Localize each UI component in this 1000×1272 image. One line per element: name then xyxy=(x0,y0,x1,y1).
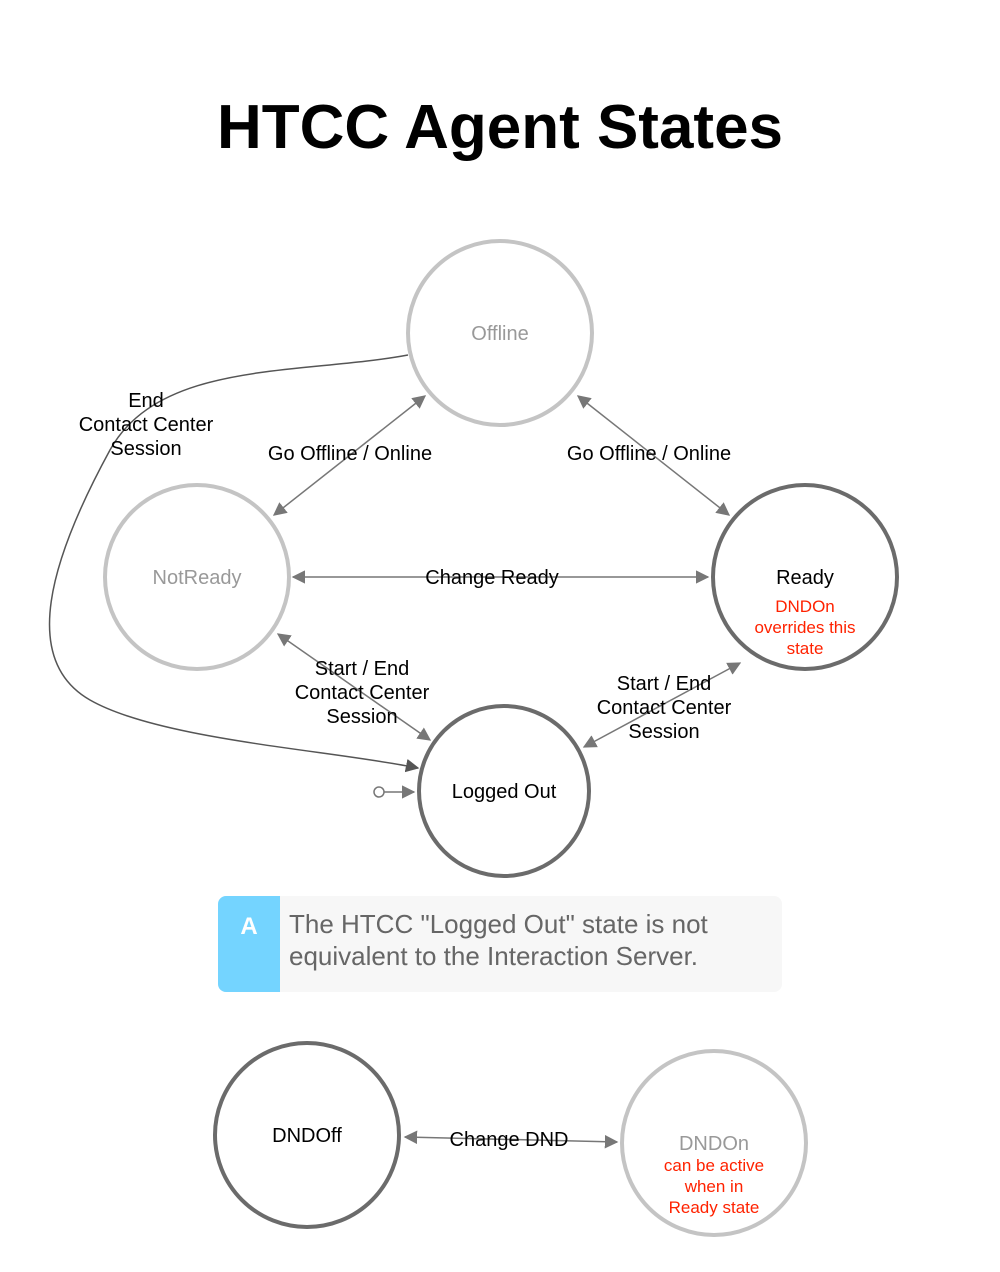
state-dndon[interactable]: DNDOn can be active when in Ready state xyxy=(620,1049,808,1237)
edge-notready-loggedout xyxy=(276,633,432,741)
edge-offline-notready xyxy=(272,395,427,516)
state-offline[interactable]: Offline xyxy=(406,239,594,427)
edge-label-start-end-right: Contact Center xyxy=(597,697,732,719)
state-loggedout-label: Logged Out xyxy=(452,781,557,803)
edge-label-end-session: Contact Center xyxy=(79,414,214,436)
state-dndoff-label: DNDOff xyxy=(272,1125,342,1147)
state-dndon-note: Ready state xyxy=(669,1198,760,1217)
edge-label-go-offline-left: Go Offline / Online xyxy=(268,443,432,465)
note-text: The HTCC "Logged Out" state is not equiv… xyxy=(289,909,708,971)
state-notready-label: NotReady xyxy=(153,567,242,589)
state-ready[interactable]: Ready DNDOn overrides this state xyxy=(711,483,899,671)
edge-dnd xyxy=(403,1130,619,1149)
edge-end-session xyxy=(48,354,420,773)
edge-label-go-offline-right: Go Offline / Online xyxy=(567,443,731,465)
edge-loggedout-ready xyxy=(582,662,742,748)
edge-label-start-end-left: Session xyxy=(326,706,397,728)
state-dndoff[interactable]: DNDOff xyxy=(213,1041,401,1229)
state-ready-label: Ready xyxy=(776,567,834,589)
initial-state-marker xyxy=(373,786,385,798)
edge-label-start-end-left: Start / End xyxy=(315,658,410,680)
edge-label-change-dnd: Change DND xyxy=(450,1129,569,1151)
state-notready[interactable]: NotReady xyxy=(103,483,291,671)
edge-label-start-end-right: Session xyxy=(628,721,699,743)
edge-label-start-end-right: Start / End xyxy=(617,673,712,695)
edge-label-start-end-left: Contact Center xyxy=(295,682,430,704)
annotation-note: A The HTCC "Logged Out" state is not equ… xyxy=(218,896,782,992)
state-loggedout[interactable]: Logged Out xyxy=(417,704,591,878)
state-dndon-label: DNDOn xyxy=(679,1133,749,1155)
state-ready-note: state xyxy=(787,639,824,658)
note-badge: A xyxy=(218,896,280,992)
edge-label-change-ready: Change Ready xyxy=(425,567,558,589)
edge-label-end-session: Session xyxy=(110,438,181,460)
edge-offline-ready xyxy=(576,395,731,516)
state-offline-label: Offline xyxy=(471,323,528,345)
state-ready-note: overrides this xyxy=(754,618,855,637)
state-ready-note: DNDOn xyxy=(775,597,835,616)
edge-label-end-session: End xyxy=(128,390,164,412)
state-dndon-note: can be active xyxy=(664,1156,764,1175)
state-dndon-note: when in xyxy=(684,1177,744,1196)
page-title: HTCC Agent States xyxy=(216,93,784,162)
